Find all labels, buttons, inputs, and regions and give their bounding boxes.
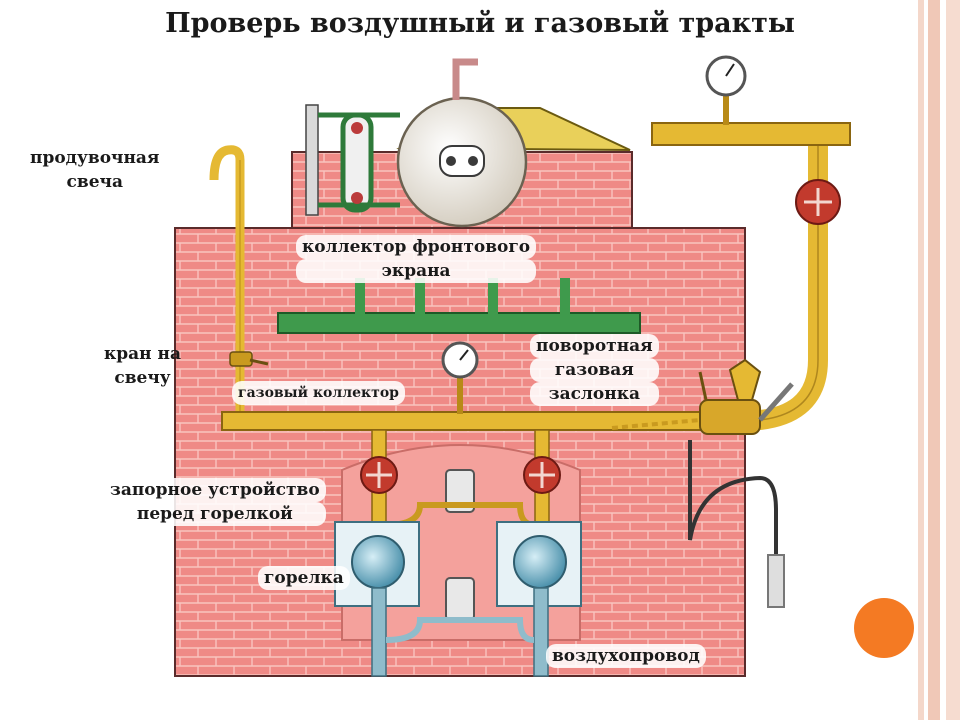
gas-collector-pipe [221,411,743,431]
water-level-gauge [305,104,319,216]
damper-chain [611,418,701,430]
decor-orange-dot [854,598,914,658]
label-rotary-damper: поворотная газовая заслонка [530,334,659,406]
collector-pressure-gauge [441,341,479,414]
label-air-duct: воздухопровод [546,644,706,668]
right-hose [688,440,778,560]
decor-stripe-2 [928,0,940,720]
label-burner: горелка [258,566,350,590]
main-valve [795,179,841,225]
right-burner [496,521,582,677]
left-burner [334,521,420,677]
label-candle-valve: кран на свечу [104,344,181,388]
upper-gas-main [651,122,851,146]
label-front-collector: коллектор фронтового экрана [296,235,537,283]
drum-hatch [439,145,485,177]
page-title: Проверь воздушный и газовый тракты [165,8,795,39]
flame-probe [767,554,785,608]
decor-stripe-1 [918,0,924,720]
peephole-upper [445,469,475,513]
rotary-damper [698,358,794,435]
left-burner-branch [360,429,398,551]
right-burner-branch [523,429,561,551]
drum-steam-pipe [452,58,478,100]
front-screen-collector [277,278,641,334]
purge-candle-pipe [209,145,245,420]
label-shutoff-device: запорное устройство перед горелкой [104,478,326,526]
decor-stripe-3 [946,0,960,720]
air-cross-pipe [385,617,535,643]
label-gas-collector: газовый коллектор [232,381,405,405]
main-pressure-gauge [705,55,747,125]
label-purge-candle: продувочная свеча [30,148,160,192]
peephole-lower [445,577,475,621]
candle-valve [229,351,269,367]
